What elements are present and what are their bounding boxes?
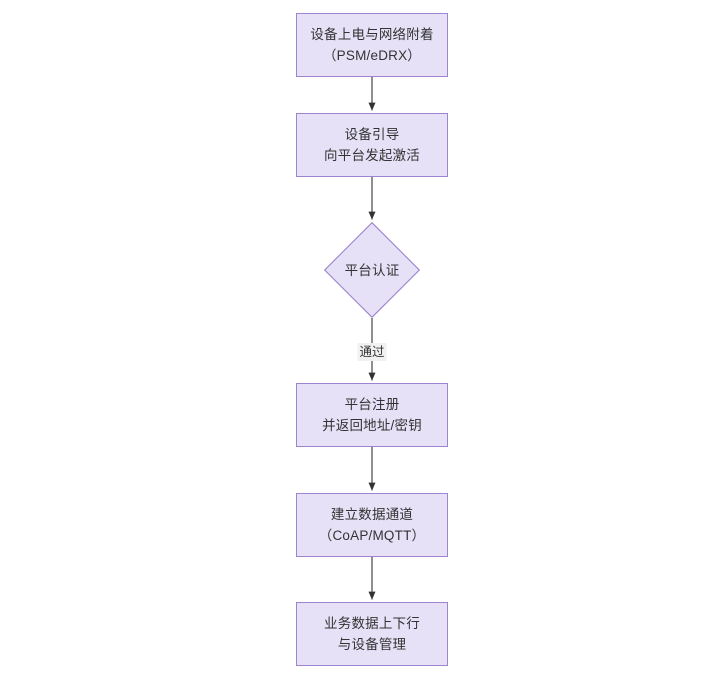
node-line: 向平台发起激活 <box>324 148 420 163</box>
node-line: 平台注册 <box>344 397 400 412</box>
node-power-on-network-attach[interactable]: 设备上电与网络附着 （PSM/eDRX） <box>296 13 448 77</box>
node-line: 业务数据上下行 <box>324 616 420 631</box>
node-line: （PSM/eDRX） <box>322 48 422 63</box>
node-platform-registration[interactable]: 平台注册 并返回地址/密钥 <box>296 383 448 447</box>
diamond-shape-icon <box>324 222 420 318</box>
node-line: （CoAP/MQTT） <box>318 528 426 543</box>
node-establish-data-channel[interactable]: 建立数据通道 （CoAP/MQTT） <box>296 493 448 557</box>
node-line: 并返回地址/密钥 <box>322 418 422 433</box>
node-line: 设备上电与网络附着 <box>310 27 434 42</box>
node-line: 设备引导 <box>344 127 400 142</box>
node-device-bootstrap-activation[interactable]: 设备引导 向平台发起激活 <box>296 113 448 177</box>
node-business-data-and-device-management[interactable]: 业务数据上下行 与设备管理 <box>296 602 448 666</box>
node-line: 平台认证 <box>344 262 400 278</box>
node-line: 建立数据通道 <box>330 507 414 522</box>
edge-label-pass: 通过 <box>357 343 387 361</box>
node-line: 与设备管理 <box>337 637 407 652</box>
node-platform-authentication-decision[interactable]: 平台认证 <box>324 222 420 318</box>
